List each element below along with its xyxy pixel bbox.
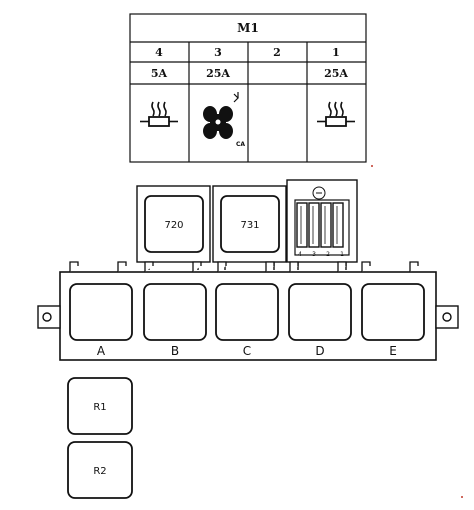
fuse-amp-3: 25A [206, 67, 230, 80]
mounting-ear-left [37, 305, 61, 329]
socket-label-e: E [389, 344, 397, 358]
fuse-amp-1: 25A [324, 67, 348, 80]
fuse-pin-4: 4 [298, 251, 302, 258]
fuse-table-title: M1 [237, 21, 259, 35]
fan-sub-label: CA [236, 141, 245, 148]
fuse-number-2: 2 [273, 46, 281, 59]
fuse-table [129, 13, 367, 163]
socket-e [361, 283, 425, 341]
block-clips [69, 261, 419, 272]
relay-720 [136, 185, 211, 270]
fuse-module [286, 179, 358, 270]
fan-icon [203, 106, 233, 139]
socket-label-c: C [243, 344, 251, 358]
mounting-ear-right [435, 305, 459, 329]
socket-a [69, 283, 133, 341]
fuse-number-4: 4 [155, 46, 163, 59]
relay-r2-label: R2 [93, 466, 106, 477]
red-dot-mark [371, 165, 373, 167]
heated-element-icon [140, 101, 178, 127]
socket-label-d: D [315, 344, 324, 358]
socket-label-b: B [171, 344, 179, 358]
relay-r1 [67, 377, 133, 435]
fuse-number-3: 3 [214, 46, 222, 59]
socket-c [215, 283, 279, 341]
relay-r2 [67, 441, 133, 499]
fuse-pin-2: 2 [326, 251, 330, 258]
fuse-pin-3: 3 [312, 251, 316, 258]
relay-r1-label: R1 [93, 402, 106, 413]
heated-element-icon [317, 101, 355, 127]
fuse-number-1: 1 [332, 46, 340, 59]
relay-731 [212, 185, 287, 270]
socket-d [288, 283, 352, 341]
fuse-puller-icon [312, 186, 326, 200]
fuse-pin-1: 1 [340, 251, 344, 258]
relay-720-label: 720 [164, 220, 183, 231]
relay-731-label: 731 [240, 220, 259, 231]
socket-b [143, 283, 207, 341]
red-dot-mark [461, 496, 463, 498]
socket-label-a: A [97, 344, 106, 358]
fuse-amp-4: 5A [151, 67, 168, 80]
fan-direction-icon [233, 92, 239, 103]
